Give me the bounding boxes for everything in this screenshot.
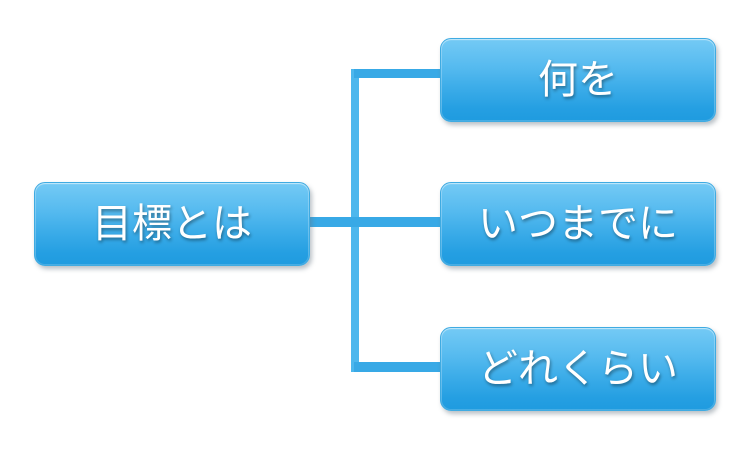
root-node: 目標とは [34, 182, 310, 266]
connector-to-child-3 [354, 362, 442, 372]
child-node-1-label: 何を [538, 57, 618, 103]
child-node-2: いつまでに [440, 182, 716, 266]
child-node-1: 何を [440, 38, 716, 122]
child-node-2-label: いつまでに [478, 201, 678, 247]
child-node-3: どれくらい [440, 327, 716, 411]
connector-to-child-1 [354, 69, 442, 78]
root-node-label: 目標とは [92, 201, 252, 247]
connector-root-to-child-2 [308, 217, 442, 227]
child-node-3-label: どれくらい [478, 346, 678, 392]
